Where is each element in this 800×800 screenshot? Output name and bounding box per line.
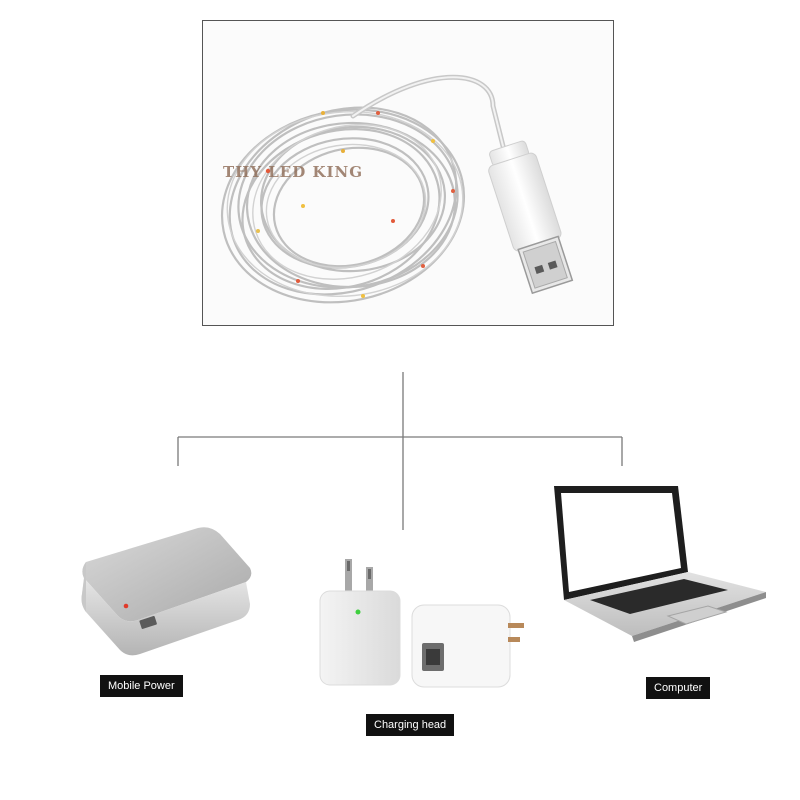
laptop-icon [554,486,766,642]
power-bank-icon [81,527,252,656]
led-string-light-icon [220,74,574,304]
watermark-text: THY LED KING [223,163,364,181]
usb-charger-icon [319,559,524,688]
label-mobile-power: Mobile Power [100,675,183,697]
product-image-frame: THY LED KING [202,20,614,326]
label-computer: Computer [646,677,711,699]
label-charging-head: Charging head [366,714,455,736]
